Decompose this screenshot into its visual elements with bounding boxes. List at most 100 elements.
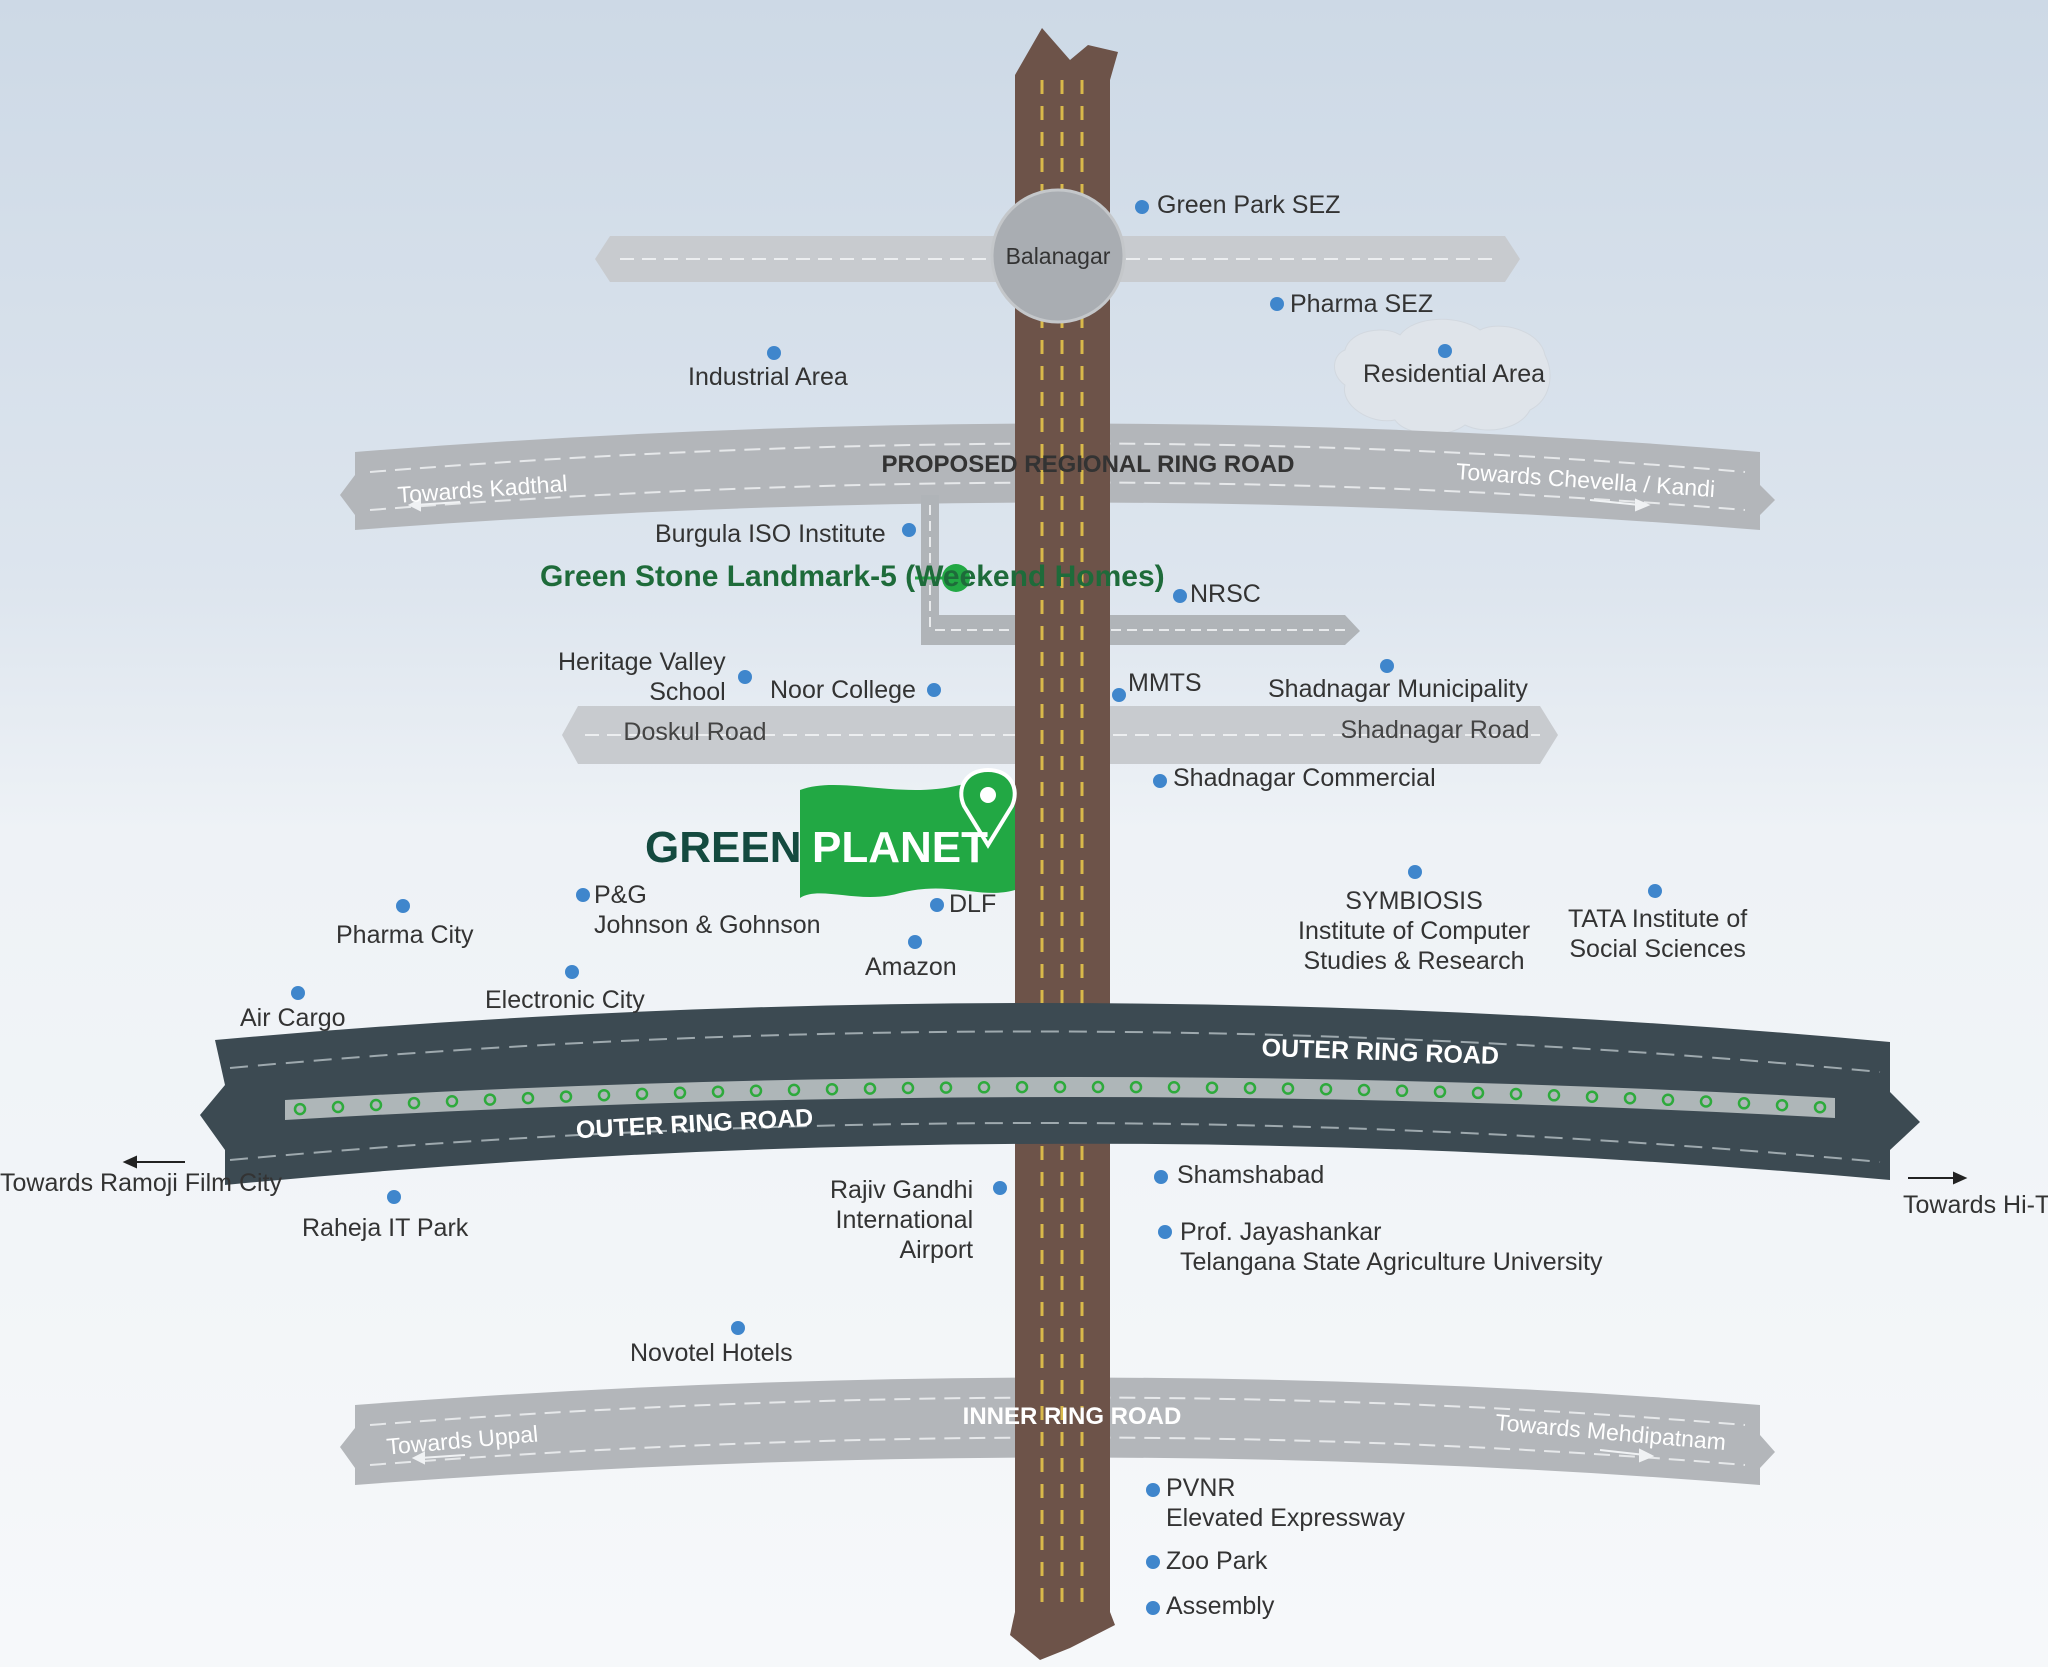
median-stud xyxy=(787,1083,801,1097)
median-stud xyxy=(1167,1081,1181,1094)
median-stud xyxy=(445,1095,459,1108)
pjtsau-line-1: Prof. Jayashankar xyxy=(1180,1218,1382,1246)
location-pin-icon xyxy=(959,767,1017,849)
east-line-2: Hi-Tech City xyxy=(2003,1191,2048,1219)
median-stud xyxy=(1661,1093,1675,1107)
median-stud xyxy=(1471,1086,1485,1100)
label-green-park-sez: Green Park SEZ xyxy=(1157,191,1341,219)
label-novotel: Novotel Hotels xyxy=(630,1339,793,1367)
median-stud xyxy=(369,1098,383,1112)
dot-burgula xyxy=(902,523,916,537)
rgia-line-3: Airport xyxy=(899,1236,974,1264)
dot-zoo xyxy=(1146,1555,1160,1569)
dot-air-cargo xyxy=(291,986,305,1000)
median-stud xyxy=(1015,1080,1029,1094)
main-vertical-road xyxy=(1010,28,1118,1660)
label-dlf: DLF xyxy=(949,890,997,918)
doskul-road-label: Doskul Road xyxy=(623,718,766,746)
east-line-1: Towards xyxy=(1903,1191,1997,1219)
dot-residential-area xyxy=(1438,344,1452,358)
dot-shadnagar-commercial xyxy=(1153,774,1167,788)
dot-nrsc xyxy=(1173,589,1187,603)
label-raheja: Raheja IT Park xyxy=(302,1214,469,1242)
label-heritage: Heritage Valley School xyxy=(558,647,726,707)
green-stone-line-2: (Weekend Homes) xyxy=(905,560,1165,593)
dot-pjtsau xyxy=(1158,1225,1172,1239)
side-arrows xyxy=(122,1155,1968,1185)
symbiosis-line-2: Institute of Computer xyxy=(1298,917,1531,945)
median-stud xyxy=(483,1093,497,1106)
median-stud xyxy=(1813,1100,1827,1114)
label-pharma-city: Pharma City xyxy=(336,921,474,949)
median-stud xyxy=(1129,1080,1143,1094)
label-nrsc: NRSC xyxy=(1190,580,1261,608)
label-pvnr: PVNR Elevated Expressway xyxy=(1166,1473,1405,1533)
label-industrial-area: Industrial Area xyxy=(688,363,848,391)
pvnr-line-1: PVNR xyxy=(1166,1474,1236,1502)
dot-industrial-area xyxy=(767,346,781,360)
label-shadnagar-commercial: Shadnagar Commercial xyxy=(1173,764,1436,792)
median-stud xyxy=(1433,1085,1447,1099)
median-stud xyxy=(863,1082,877,1095)
median-stud xyxy=(1357,1083,1371,1097)
label-shadnagar-municipality: Shadnagar Municipality xyxy=(1268,675,1528,703)
median-stud xyxy=(407,1096,421,1110)
green-stone-line-1: Green Stone Landmark-5 xyxy=(540,560,897,593)
dot-symbiosis xyxy=(1408,865,1422,879)
median-stud xyxy=(521,1091,535,1105)
median-stud xyxy=(1205,1081,1219,1094)
dot-electronic-city xyxy=(565,965,579,979)
label-noor: Noor College xyxy=(770,676,916,704)
dot-raheja xyxy=(387,1190,401,1204)
dot-amazon xyxy=(908,935,922,949)
brand-green: GREEN xyxy=(645,823,802,872)
median-stud xyxy=(901,1081,915,1095)
green-stone-landmark: Green Stone Landmark-5 (Weekend Homes) xyxy=(540,560,1165,594)
label-tata: TATA Institute of Social Sciences xyxy=(1568,904,1747,964)
dot-mmts xyxy=(1112,688,1126,702)
dot-heritage xyxy=(738,670,752,684)
direction-arrows xyxy=(407,498,1655,1465)
dot-shadnagar-municipality xyxy=(1380,659,1394,673)
west-line-2: Ramoji Film City xyxy=(100,1169,282,1197)
median-stud xyxy=(1547,1089,1561,1102)
label-pharma-sez: Pharma SEZ xyxy=(1290,290,1434,318)
median-stud xyxy=(1699,1095,1713,1108)
median-stud xyxy=(1053,1080,1067,1094)
dot-shamshabad xyxy=(1154,1170,1168,1184)
label-pjtsau: Prof. Jayashankar Telangana State Agricu… xyxy=(1180,1217,1602,1277)
direction-west: Towards Ramoji Film City xyxy=(0,1168,282,1198)
pvnr-line-2: Elevated Expressway xyxy=(1166,1504,1406,1532)
dot-pg xyxy=(576,888,590,902)
symbiosis-line-3: Studies & Research xyxy=(1303,947,1525,975)
heritage-line-2: School xyxy=(649,678,726,706)
symbiosis-line-1: SYMBIOSIS xyxy=(1345,887,1483,915)
shadnagar-road-label: Shadnagar Road xyxy=(1340,716,1529,744)
median-stud xyxy=(1585,1090,1599,1103)
median-stud xyxy=(1243,1081,1257,1095)
median-stud xyxy=(939,1081,953,1094)
median-stud xyxy=(1319,1082,1333,1096)
dot-green-park-sez xyxy=(1135,200,1149,214)
label-zoo: Zoo Park xyxy=(1166,1547,1268,1575)
label-air-cargo: Air Cargo xyxy=(240,1004,346,1032)
median-stud xyxy=(825,1082,839,1096)
dot-pharma-sez xyxy=(1270,297,1284,311)
rrr-name: PROPOSED REGIONAL RING ROAD xyxy=(882,451,1295,478)
median-stud xyxy=(1281,1082,1295,1095)
median-stud xyxy=(749,1084,763,1098)
outer-ring-road xyxy=(200,1002,1920,1185)
median-stud xyxy=(711,1085,725,1098)
label-symbiosis: SYMBIOSIS Institute of Computer Studies … xyxy=(1298,886,1530,976)
west-line-1: Towards xyxy=(0,1169,94,1197)
median-stud xyxy=(559,1090,573,1103)
label-electronic-city: Electronic City xyxy=(485,986,645,1014)
median-stud xyxy=(1775,1098,1789,1112)
dot-pharma-city xyxy=(396,899,410,913)
dot-novotel xyxy=(731,1321,745,1335)
median-stud xyxy=(1395,1084,1409,1098)
label-mmts: MMTS xyxy=(1128,669,1202,697)
pg-line-2: Johnson & Gohnson xyxy=(594,911,821,939)
median-stud xyxy=(1091,1080,1105,1094)
